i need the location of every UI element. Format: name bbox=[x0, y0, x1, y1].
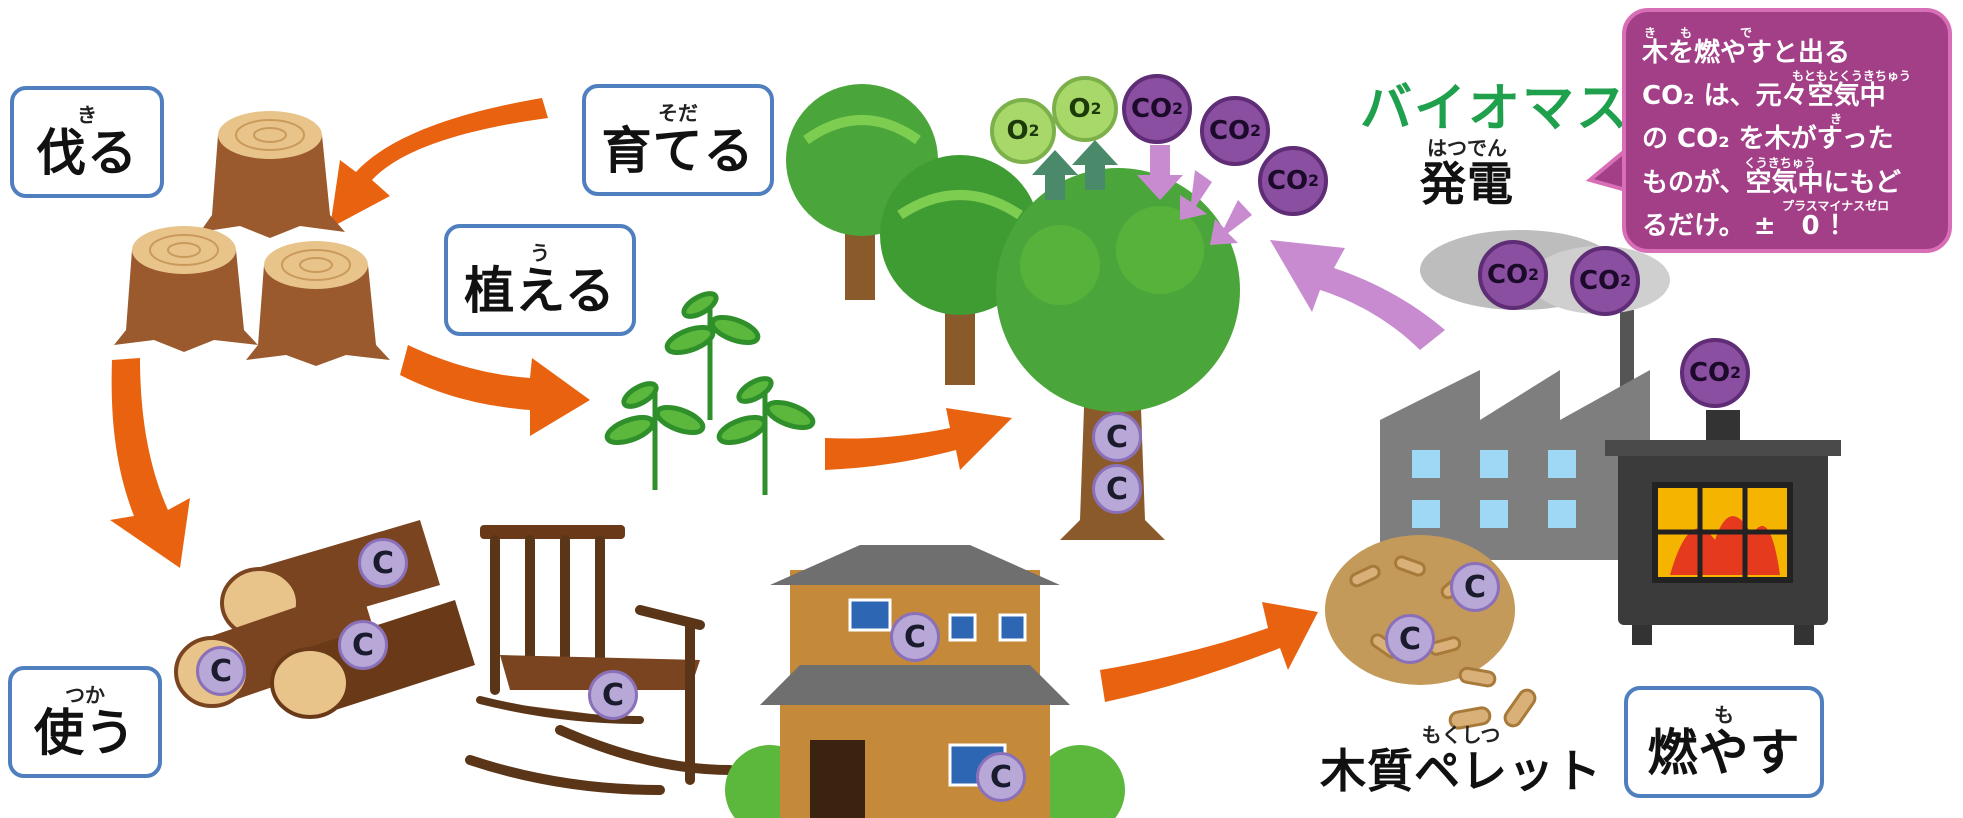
bubble-line-5-text: るだけ。 ± 0 ！ bbox=[1642, 210, 1855, 241]
bubble-line-2-text: CO₂ は、元々空気中 bbox=[1642, 81, 1886, 112]
stump-icon bbox=[200, 111, 345, 238]
carbon-marker: C bbox=[588, 670, 638, 720]
bubble-line-1: き も で 木を燃やすと出る bbox=[1642, 26, 1932, 69]
carbon-marker: C bbox=[1092, 412, 1142, 462]
bubble-line-2: もともとくうきちゅう CO₂ は、元々空気中 bbox=[1642, 69, 1932, 112]
label-use-ruby: つか bbox=[65, 682, 105, 707]
rocking-chair-icon bbox=[465, 525, 735, 795]
label-cut-ruby: き bbox=[77, 102, 97, 127]
label-biomass-power: はつでん 発電 bbox=[1420, 138, 1514, 208]
label-use-text: 使う bbox=[34, 703, 136, 762]
speech-bubble-tail bbox=[1585, 145, 1628, 193]
label-plant-ruby: う bbox=[530, 240, 550, 265]
arrow-seedling-to-tree bbox=[825, 408, 1012, 470]
co2-absorb-arrows-icon bbox=[1137, 145, 1252, 245]
seedlings-icon bbox=[604, 291, 816, 495]
bubble-line-5: プラスマイナスゼロ るだけ。 ± 0 ！ bbox=[1642, 199, 1932, 242]
bubble-line-5-ruby: プラスマイナスゼロ bbox=[1782, 198, 1890, 213]
label-cut-text: 伐る bbox=[36, 123, 138, 182]
label-pellet-ruby: もくしつ bbox=[1421, 723, 1501, 747]
arrow-cut-to-use bbox=[110, 358, 190, 568]
label-burn-text: 燃やす bbox=[1647, 723, 1801, 782]
biomass-title: バイオマス bbox=[1360, 79, 1631, 139]
carbon-marker: C bbox=[976, 752, 1026, 802]
carbon-marker: C bbox=[1092, 464, 1142, 514]
bubble-line-1-text: 木を燃やすと出る bbox=[1642, 38, 1851, 68]
label-grow: そだ 育てる bbox=[582, 84, 774, 196]
carbon-marker: C bbox=[196, 646, 246, 696]
carbon-marker: C bbox=[1450, 562, 1500, 612]
bubble-line-3: き の CO₂ を木がすった bbox=[1642, 112, 1932, 155]
bubble-line-2-ruby: もともとくうきちゅう bbox=[1792, 69, 1911, 84]
label-pellet-text: 木質ペレット bbox=[1320, 744, 1602, 798]
wood-stove-icon bbox=[1605, 410, 1841, 645]
label-burn: も 燃やす bbox=[1624, 686, 1824, 798]
o2-arrows-icon bbox=[1032, 140, 1118, 200]
house-icon bbox=[725, 545, 1125, 818]
label-plant: う 植える bbox=[444, 224, 636, 336]
carbon-marker: C bbox=[890, 612, 940, 662]
arrow-grow-to-cut bbox=[330, 98, 548, 228]
explanation-bubble: き も で 木を燃やすと出る もともとくうきちゅう CO₂ は、元々空気中 き … bbox=[1622, 8, 1952, 253]
stump-icon bbox=[114, 226, 258, 352]
bubble-line-3-ruby: き bbox=[1830, 112, 1843, 127]
arrow-plant-to-seedling bbox=[400, 345, 590, 436]
label-grow-ruby: そだ bbox=[658, 100, 698, 125]
label-cut: き 伐る bbox=[10, 86, 164, 198]
arrow-house-to-pellet bbox=[1100, 602, 1318, 702]
stumps-group bbox=[114, 111, 390, 366]
bubble-line-3-text: の CO₂ を木がすった bbox=[1642, 124, 1894, 155]
label-use: つか 使う bbox=[8, 666, 162, 778]
label-biomass-ruby: はつでん bbox=[1427, 136, 1507, 160]
carbon-marker: C bbox=[358, 538, 408, 588]
bubble-line-4-text: ものが、空気中にもど bbox=[1642, 167, 1901, 198]
bubble-line-4: くうきちゅう ものが、空気中にもど bbox=[1642, 156, 1932, 199]
carbon-marker: C bbox=[338, 620, 388, 670]
label-pellet: もくしつ 木質ペレット bbox=[1320, 725, 1602, 795]
carbon-marker: C bbox=[1385, 614, 1435, 664]
stump-icon bbox=[246, 241, 390, 366]
label-burn-ruby: も bbox=[1714, 702, 1734, 727]
label-biomass-text: 発電 bbox=[1420, 157, 1514, 211]
label-plant-text: 植える bbox=[464, 261, 616, 320]
bubble-line-1-ruby: き も で bbox=[1644, 26, 1753, 40]
bubble-line-4-ruby: くうきちゅう bbox=[1744, 155, 1816, 170]
label-grow-text: 育てる bbox=[601, 121, 755, 180]
arrow-co2-to-tree bbox=[1270, 240, 1445, 350]
